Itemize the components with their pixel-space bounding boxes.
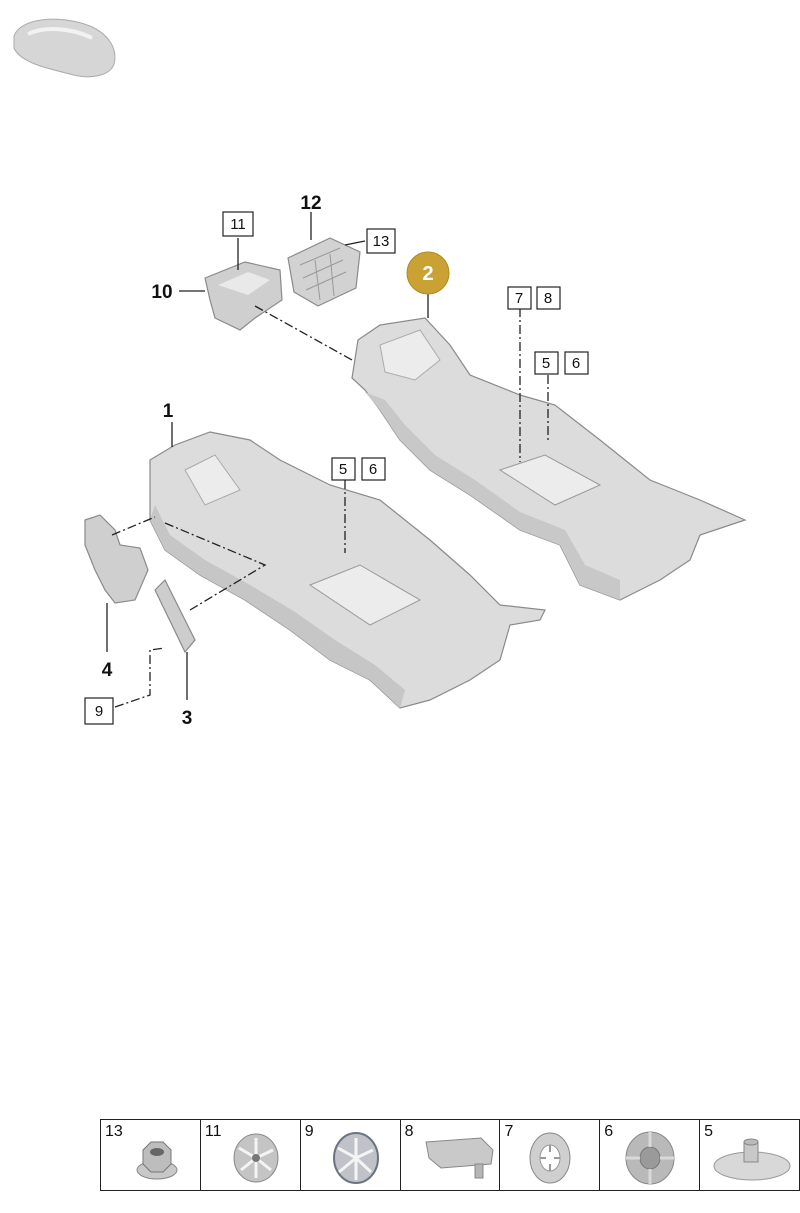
svg-text:8: 8 xyxy=(544,290,552,307)
flange-nut-icon xyxy=(136,1141,178,1180)
svg-text:9: 9 xyxy=(95,703,103,720)
label-3: 3 xyxy=(182,708,193,729)
foam-part-3 xyxy=(154,578,196,654)
boxed-ref-5-front: 5 xyxy=(331,457,356,481)
svg-text:11: 11 xyxy=(230,216,246,233)
svg-text:5: 5 xyxy=(542,355,550,372)
speed-nut-icon xyxy=(529,1132,571,1184)
legend-number: 7 xyxy=(504,1123,514,1140)
callout-2[interactable]: 2 xyxy=(406,251,450,295)
boxed-ref-11: 11 xyxy=(222,211,254,237)
parts-legend: 13 11 9 8 7 xyxy=(100,1119,800,1191)
svg-text:13: 13 xyxy=(373,233,390,250)
boxed-ref-5-rear: 5 xyxy=(534,351,559,375)
legend-number: 6 xyxy=(604,1123,614,1140)
legend-cell-13[interactable]: 13 xyxy=(101,1120,201,1190)
svg-text:6: 6 xyxy=(369,461,377,478)
legend-cell-7[interactable]: 7 xyxy=(500,1120,601,1190)
leader-lines xyxy=(106,212,549,708)
legend-number: 8 xyxy=(404,1123,414,1140)
label-2: 2 xyxy=(422,263,433,285)
legend-cell-9[interactable]: 9 xyxy=(301,1120,401,1190)
boxed-ref-9: 9 xyxy=(84,697,114,725)
label-1: 1 xyxy=(163,401,174,422)
label-4: 4 xyxy=(102,660,113,681)
bracket-part-10 xyxy=(204,261,283,331)
legend-number: 9 xyxy=(304,1123,314,1140)
legend-cell-11[interactable]: 11 xyxy=(201,1120,301,1190)
bracket-part-4 xyxy=(84,514,149,604)
floor-covering-front xyxy=(149,431,546,709)
legend-cell-5[interactable]: 5 xyxy=(700,1120,799,1190)
legend-number: 11 xyxy=(204,1123,222,1140)
legend-number: 5 xyxy=(704,1123,714,1140)
pad-part-12 xyxy=(287,237,361,307)
legend-cell-6[interactable]: 6 xyxy=(600,1120,701,1190)
boxed-ref-13: 13 xyxy=(366,228,396,254)
legend-cell-8[interactable]: 8 xyxy=(401,1120,501,1190)
stud-washer-icon xyxy=(713,1138,791,1181)
svg-text:7: 7 xyxy=(515,290,523,307)
svg-text:5: 5 xyxy=(339,461,347,478)
label-12: 12 xyxy=(300,193,321,214)
boxed-ref-8: 8 xyxy=(536,286,561,310)
svg-text:6: 6 xyxy=(572,355,580,372)
label-10: 10 xyxy=(151,282,172,303)
legend-number: 13 xyxy=(105,1123,123,1140)
boxed-ref-6-front: 6 xyxy=(361,457,386,481)
car-thumbnail-icon xyxy=(13,18,116,78)
push-nut-icon xyxy=(233,1133,279,1183)
floor-covering-rear xyxy=(351,317,747,601)
boxed-ref-7: 7 xyxy=(507,286,532,310)
vin-plate-clip-icon xyxy=(424,1137,494,1179)
boxed-ref-6-rear: 6 xyxy=(564,351,589,375)
star-washer-icon xyxy=(332,1132,379,1184)
retaining-disc-icon xyxy=(625,1131,675,1185)
